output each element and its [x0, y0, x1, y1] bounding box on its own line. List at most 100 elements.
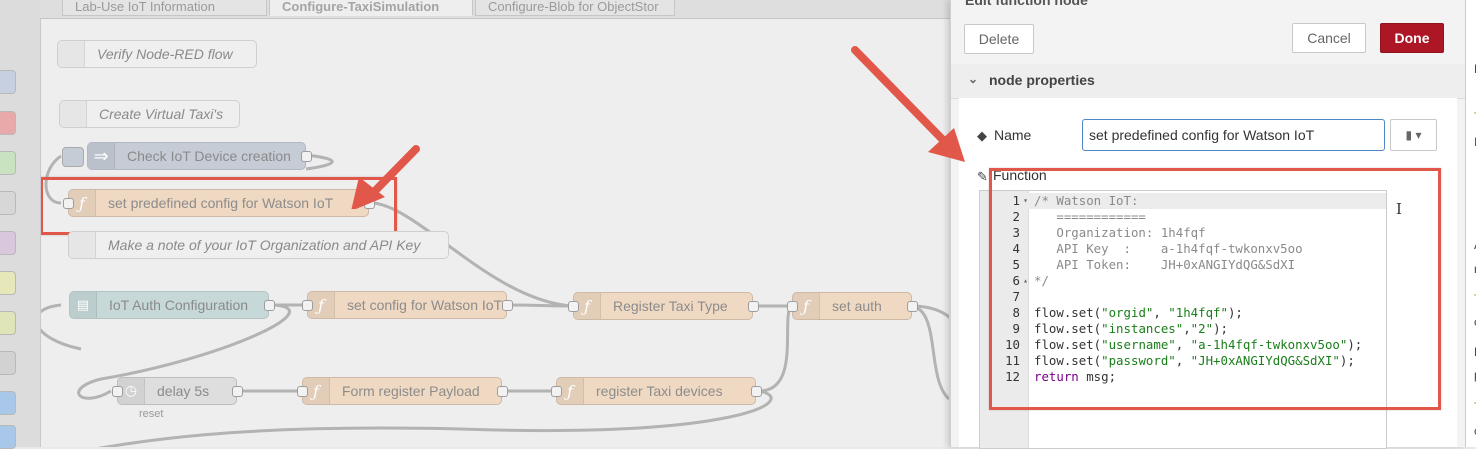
node-label: Check IoT Device creation — [127, 148, 291, 164]
tab-label: Configure-Blob for ObjectStor — [488, 0, 659, 14]
line-number: 2 — [1012, 209, 1020, 224]
node-label: Register Taxi Type — [613, 298, 728, 314]
fold-icon[interactable]: ▾ — [1023, 196, 1028, 205]
line-number: 8 — [1012, 305, 1020, 320]
sidebar-text-fragment: E — [1474, 345, 1476, 359]
fold-icon[interactable]: ▴ — [1023, 276, 1028, 285]
info-sidebar: NTIAnTcEpTc — [1465, 0, 1476, 447]
wire — [77, 303, 291, 400]
comment-icon — [69, 232, 96, 258]
palette-node[interactable] — [0, 425, 16, 449]
palette-node[interactable] — [0, 111, 16, 135]
line-number: 7 — [1012, 289, 1020, 304]
sidebar-text-fragment: n — [1474, 262, 1476, 276]
input-port[interactable] — [787, 301, 798, 312]
sidebar-text-fragment: c — [1474, 315, 1476, 329]
palette-node[interactable] — [0, 391, 16, 415]
output-port[interactable] — [264, 300, 275, 311]
flow-workspace[interactable]: Verify Node-RED flow Create Virtual Taxi… — [41, 19, 949, 447]
node-label: Form register Payload — [342, 383, 480, 399]
output-port[interactable] — [232, 386, 243, 397]
palette-node[interactable] — [0, 70, 16, 94]
icon-picker-button[interactable]: ▮ ▾ — [1390, 119, 1437, 151]
input-port[interactable] — [297, 386, 308, 397]
line-number: 4 — [1012, 241, 1020, 256]
name-input[interactable]: set predefined config for Watson IoT — [1082, 119, 1385, 151]
node-properties-header[interactable]: ⌄ node properties — [951, 64, 1466, 99]
comment-icon — [58, 41, 85, 67]
inject-node[interactable]: ▤ IoT Auth Configuration — [69, 291, 269, 319]
output-port[interactable] — [748, 301, 759, 312]
tab-configure-blob[interactable]: Configure-Blob for ObjectStor — [475, 0, 675, 16]
sidebar-text-fragment: T — [1474, 110, 1476, 124]
palette-node[interactable] — [0, 151, 16, 175]
inject-button[interactable] — [62, 147, 84, 167]
node-label: delay 5s — [157, 383, 210, 399]
tray-toolbar: Delete Cancel Done — [951, 14, 1466, 65]
delete-button[interactable]: Delete — [964, 24, 1034, 54]
function-node-form-payload[interactable]: ƒ Form register Payload — [302, 377, 502, 405]
sidebar-text-fragment: A — [1474, 238, 1476, 252]
wire — [373, 201, 572, 308]
sidebar-text-fragment: p — [1474, 368, 1476, 382]
code-line: /* Watson IoT: — [1034, 193, 1139, 208]
done-button[interactable]: Done — [1380, 23, 1444, 53]
link-node[interactable]: ⇒ Check IoT Device creation — [87, 142, 306, 170]
function-node-register-devices[interactable]: ƒ register Taxi devices — [556, 377, 756, 405]
inject-icon: ▤ — [70, 292, 97, 318]
book-icon: ▮ ▾ — [1405, 128, 1422, 142]
function-node-set-config[interactable]: ƒ set config for Watson IoT — [307, 291, 507, 319]
sidebar-text-fragment: c — [1474, 424, 1476, 438]
code-line: flow.set("orgid", "1h4fqf"); — [1034, 305, 1243, 320]
comment-node[interactable]: Make a note of your IoT Organization and… — [68, 231, 449, 259]
output-port[interactable] — [907, 301, 918, 312]
input-port[interactable] — [112, 386, 123, 397]
line-number: 12 — [1005, 369, 1020, 384]
palette-node[interactable] — [0, 311, 16, 335]
node-label: Verify Node-RED flow — [97, 46, 233, 62]
output-port[interactable] — [497, 386, 508, 397]
code-line: flow.set("username", "a-1h4fqf-twkonxv5o… — [1034, 337, 1363, 352]
function-node-set-predefined[interactable]: ƒ set predefined config for Watson IoT — [68, 189, 369, 217]
code-line: return msg; — [1034, 369, 1117, 384]
annotation-arrow-icon — [351, 145, 420, 209]
output-port[interactable] — [502, 300, 513, 311]
input-port[interactable] — [551, 386, 562, 397]
comment-node[interactable]: Verify Node-RED flow — [57, 40, 257, 68]
palette-node[interactable] — [0, 191, 16, 215]
wire — [910, 304, 949, 401]
palette-node[interactable] — [0, 271, 16, 295]
palette-node[interactable] — [0, 351, 16, 375]
comment-node[interactable]: Create Virtual Taxi's — [59, 100, 240, 128]
code-line: flow.set("password", "JH+0xANGIYdQG&SdXI… — [1034, 353, 1355, 368]
annotation-arrow-icon — [851, 46, 965, 162]
arrow-right-icon: ⇒ — [88, 143, 115, 169]
text-cursor-icon: I — [1396, 200, 1402, 218]
wire — [97, 389, 773, 447]
code-line: API Token: JH+0xANGIYdQG&SdXI — [1034, 257, 1296, 272]
line-number: 1 — [1012, 193, 1020, 208]
cancel-button[interactable]: Cancel — [1292, 23, 1366, 53]
tab-lab-use-iot[interactable]: Lab-Use IoT Information — [62, 0, 267, 16]
name-label: Name — [994, 127, 1032, 143]
function-node-register-type[interactable]: ƒ Register Taxi Type — [573, 292, 753, 320]
input-port[interactable] — [63, 198, 74, 209]
delay-node[interactable]: ◷ delay 5s — [117, 377, 237, 405]
tab-label: Lab-Use IoT Information — [75, 0, 215, 14]
output-port[interactable] — [301, 151, 312, 162]
sidebar-text-fragment: T — [1474, 400, 1476, 414]
edit-tray: Edit function node Delete Cancel Done ⌄ … — [950, 0, 1466, 449]
output-port[interactable] — [751, 386, 762, 397]
comment-icon — [60, 101, 87, 127]
node-label: Create Virtual Taxi's — [99, 106, 224, 122]
code-line: API Key : a-1h4fqf-twkonxv5oo — [1034, 241, 1303, 256]
sidebar-text-fragment: N — [1474, 62, 1476, 76]
function-node-set-auth[interactable]: ƒ set auth — [792, 292, 912, 320]
palette-node[interactable] — [0, 231, 16, 255]
flow-wires — [41, 153, 949, 447]
input-port[interactable] — [302, 300, 313, 311]
node-label: set config for Watson IoT — [347, 297, 503, 313]
tab-configure-taxi-simulation[interactable]: Configure-TaxiSimulation — [269, 0, 473, 16]
input-port[interactable] — [568, 301, 579, 312]
